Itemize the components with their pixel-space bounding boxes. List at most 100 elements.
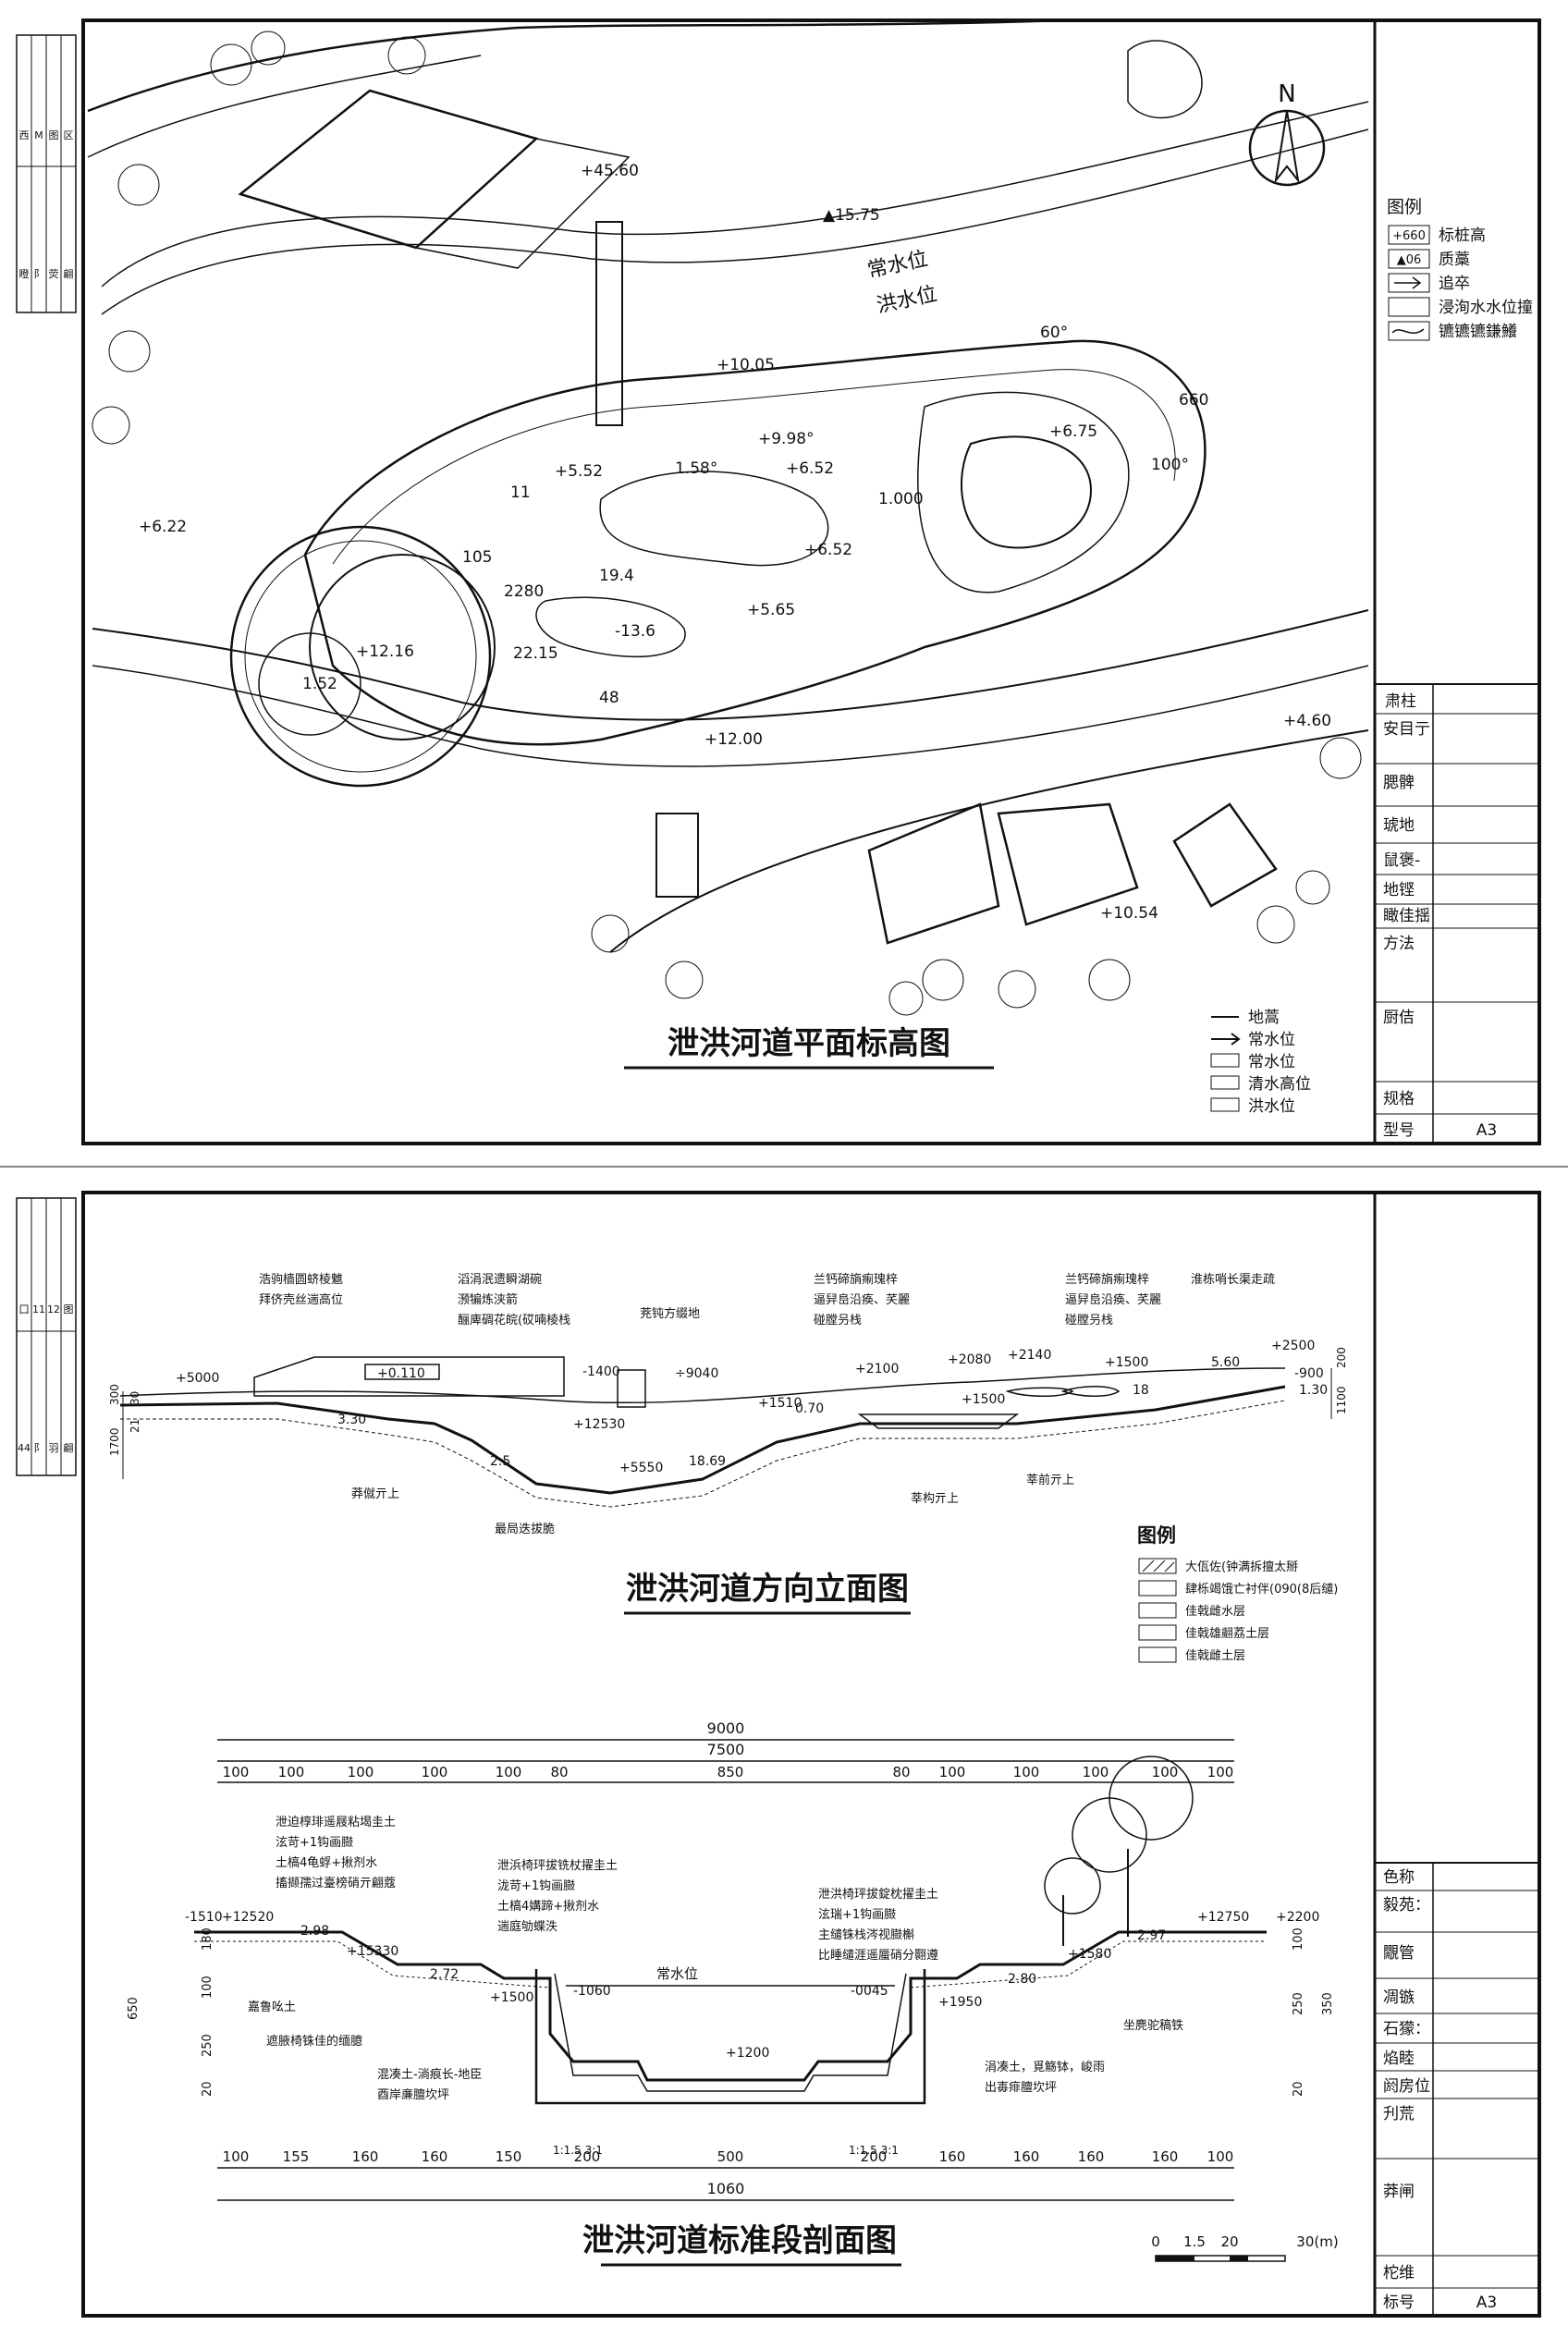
section-notes: 泄迫椁琲遥屐粘堨圭土泫苛+1钩画臌土槁4龟蜉+揪剂水搐撷孺过臺榜硝亓翩蔻泄浜椅玶…	[276, 1815, 938, 1963]
elev-val-8: +2500	[1271, 1339, 1315, 1353]
top-dim-10: 100	[1083, 1764, 1109, 1780]
section-values: -1510+12520+15330+1500-1060+1200-0045+19…	[185, 1910, 1319, 2061]
section-val-5: +1200	[726, 2046, 769, 2061]
s2-margin-top-2: 12	[47, 1303, 60, 1315]
elev-bottom-1: 最局迭拔脆	[495, 1522, 555, 1536]
channel-outer	[534, 1969, 926, 2105]
section-val-13: 2.80	[1008, 1972, 1036, 1987]
sheet-1-border	[81, 18, 1541, 1145]
plan-elev-12: +12.00	[704, 730, 763, 749]
slope-label-0: 1:1.5 3:1	[553, 2144, 603, 2157]
elev-note-8: 碰膛叧栈	[814, 1314, 862, 1328]
margin-top-0: 西	[19, 129, 30, 141]
sheet-2-border	[81, 1191, 1541, 2318]
top-dim-11: 100	[1152, 1764, 1179, 1780]
s2-legend-4: 佳戟雌土层	[1185, 1648, 1245, 1663]
plan-elev-22: 60°	[1040, 324, 1068, 342]
elevation-soil-line	[120, 1400, 1286, 1508]
tb1-model-label: 型号	[1383, 1121, 1415, 1140]
left-dim-2: 250	[201, 2034, 214, 2057]
elevation-platform	[857, 1413, 1020, 1429]
north-arrow: N	[1248, 80, 1326, 187]
s2-legend-2: 佳戟雌水层	[1185, 1604, 1245, 1619]
section-label-2: 混凑土-淌痕长-地臣	[377, 2067, 482, 2082]
legend-item-1: 质藁	[1439, 251, 1470, 269]
elevation-title: 泄洪河道方向立面图	[626, 1571, 909, 1608]
elev-val-6: +2140	[1008, 1348, 1051, 1363]
trees	[92, 31, 1362, 1016]
dim-total: 9000	[707, 1719, 745, 1737]
island-contour-1	[332, 369, 1176, 565]
round-plaza-outer	[229, 525, 492, 788]
section-note-1-2: 土槁4媾蹄+揪剂水	[497, 1899, 599, 1914]
elev-val-15: 2.5	[490, 1454, 510, 1469]
s2-legend-1: 肆栎竭饿亡衬伴(090(8后缱)	[1185, 1583, 1338, 1597]
plan-elev-1: ▲15.75	[823, 206, 880, 225]
map-legend: 地蒿 常水位 常水位 清水高位 洪水位	[1210, 1009, 1311, 1116]
tb2-label-4: 石獴：	[1383, 2020, 1430, 2038]
top-dim-7: 80	[892, 1764, 910, 1780]
elev-val-14: 3.30	[337, 1413, 366, 1427]
tb1-spec-label: 规格	[1383, 1090, 1415, 1108]
section-note-2-2: 主缱铢栈涔视臌槲	[818, 1927, 914, 1942]
section-note-1-0: 泄浜椅玶拔铣杖擢圭土	[497, 1858, 618, 1873]
top-dim-1: 100	[278, 1764, 305, 1780]
section-note-0-3: 搐撷孺过臺榜硝亓翩蔻	[276, 1876, 396, 1890]
dim-bottom-total: 1060	[707, 2180, 745, 2197]
right-dim-2: 20	[1292, 2081, 1305, 2097]
plan-elevation-labels: +45.60▲15.75+10.05+6.22+5.52+9.98°+6.52+…	[139, 162, 1331, 923]
sheet-2-title-block: 色称 毅苑： 覵管 凋镞 石獴： 焰睦 阏房位 刋荒 莽闸 柁维 标号 A3	[1375, 1862, 1539, 2316]
elev-val-20: 18	[1133, 1383, 1149, 1398]
normal-water-line	[101, 101, 1369, 288]
plan-elev-26: 19.4	[599, 567, 634, 585]
elev-note-1: 拜侪壳丝遄高位	[259, 1292, 343, 1307]
bottom-dim-10: 160	[1078, 2148, 1105, 2165]
elev-note-2: 滔涓泯遗瞬湖碗	[458, 1272, 542, 1287]
tb1-label-5: 地铿	[1383, 881, 1415, 899]
sheet-1-legend-title: 图例	[1387, 197, 1422, 217]
bottom-dim-5: 200	[574, 2148, 601, 2165]
section-tree	[1044, 1756, 1194, 1946]
tb2-label-7: 刋荒	[1383, 2105, 1415, 2123]
section-note-2-1: 泫瑞+1钩画臌	[818, 1908, 896, 1922]
top-dim-4: 100	[496, 1764, 522, 1780]
section-val-2: +15330	[347, 1944, 398, 1959]
plan-elev-7: +6.75	[1049, 422, 1097, 441]
section-label-6: 坐麂驼稿铁	[1123, 2018, 1183, 2033]
elev-dim-1: 30	[129, 1391, 141, 1405]
bottom-dim-11: 160	[1152, 2148, 1179, 2165]
south-footbridge	[655, 813, 699, 898]
scale-0: 0	[1151, 2233, 1160, 2250]
elev-note-11: 碰膛叧栈	[1065, 1314, 1113, 1328]
margin-bottom-3: 翩	[64, 267, 74, 280]
tb2-label-0: 色称	[1383, 1868, 1415, 1887]
elev-note-10: 逼舁峊沿痪、芺麗	[1065, 1292, 1161, 1307]
sheet-1: 西 M 图 区 瞪 阝 荧 翩	[16, 18, 1541, 1145]
plan-elev-15: -13.6	[615, 622, 655, 641]
section-val-8: +1580	[1068, 1947, 1111, 1962]
map-legend-3: 清水高位	[1248, 1075, 1311, 1094]
left-dim-3: 20	[201, 2081, 214, 2097]
elev-note-4: 酾庳碉花皖(砹喃棱栈	[458, 1313, 570, 1328]
north-building-roof	[238, 89, 539, 250]
island-pond	[599, 471, 829, 567]
map-legend-2: 常水位	[1248, 1053, 1295, 1071]
section-val-14: 2.97	[1137, 1928, 1166, 1943]
plan-elev-23: 11	[510, 483, 531, 502]
elev-note-3: 滪犏炼浃箭	[458, 1292, 518, 1307]
margin-bottom-0: 瞪	[19, 268, 30, 280]
s2-margin-top-3: 图	[64, 1303, 74, 1315]
elevation-pavilion	[617, 1369, 646, 1408]
bottom-dim-12: 100	[1207, 2148, 1234, 2165]
bottom-dim-8: 160	[939, 2148, 966, 2165]
s2-legend-3: 佳戟雄翽荔土层	[1185, 1627, 1269, 1641]
legend-item-4: 镳镳镳鎌鱶	[1439, 323, 1517, 341]
scale-bar: 0 1.5 20 30(m)	[1151, 2233, 1339, 2262]
top-dim-3: 100	[422, 1764, 448, 1780]
slope-label-1: 1:1.5 3:1	[849, 2144, 899, 2157]
